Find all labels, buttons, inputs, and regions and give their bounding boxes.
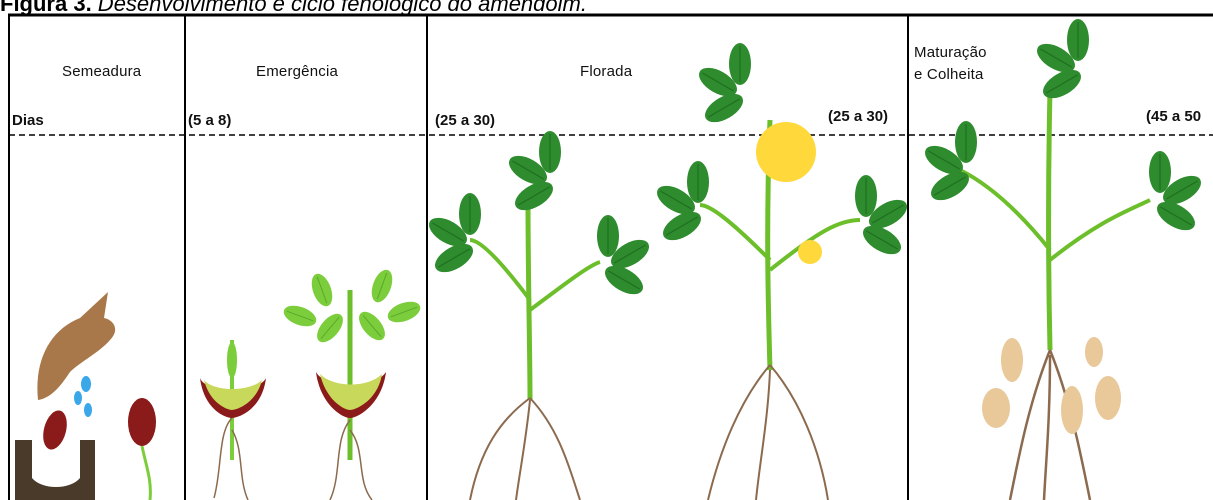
maturacao-illustration bbox=[920, 19, 1205, 500]
seed-icon bbox=[39, 408, 71, 452]
peanut-icon bbox=[1001, 338, 1023, 382]
hand-icon bbox=[37, 292, 115, 400]
peanut-icon bbox=[1095, 376, 1121, 420]
seed-icon bbox=[128, 398, 156, 446]
peanut-icon bbox=[1061, 386, 1083, 434]
florada-plant-2 bbox=[652, 43, 911, 500]
florada-plant-1 bbox=[424, 131, 653, 500]
soil-furrow bbox=[15, 440, 95, 500]
semeadura-illustration bbox=[15, 292, 156, 500]
flower-icon bbox=[798, 240, 822, 264]
peanut-icon bbox=[1085, 337, 1103, 367]
water-drop-icon bbox=[84, 403, 92, 417]
flower-icon bbox=[756, 122, 816, 182]
peanut-icon bbox=[982, 388, 1010, 428]
water-drop-icon bbox=[81, 376, 91, 392]
emergencia-illustration bbox=[200, 267, 423, 500]
water-drop-icon bbox=[74, 391, 82, 405]
